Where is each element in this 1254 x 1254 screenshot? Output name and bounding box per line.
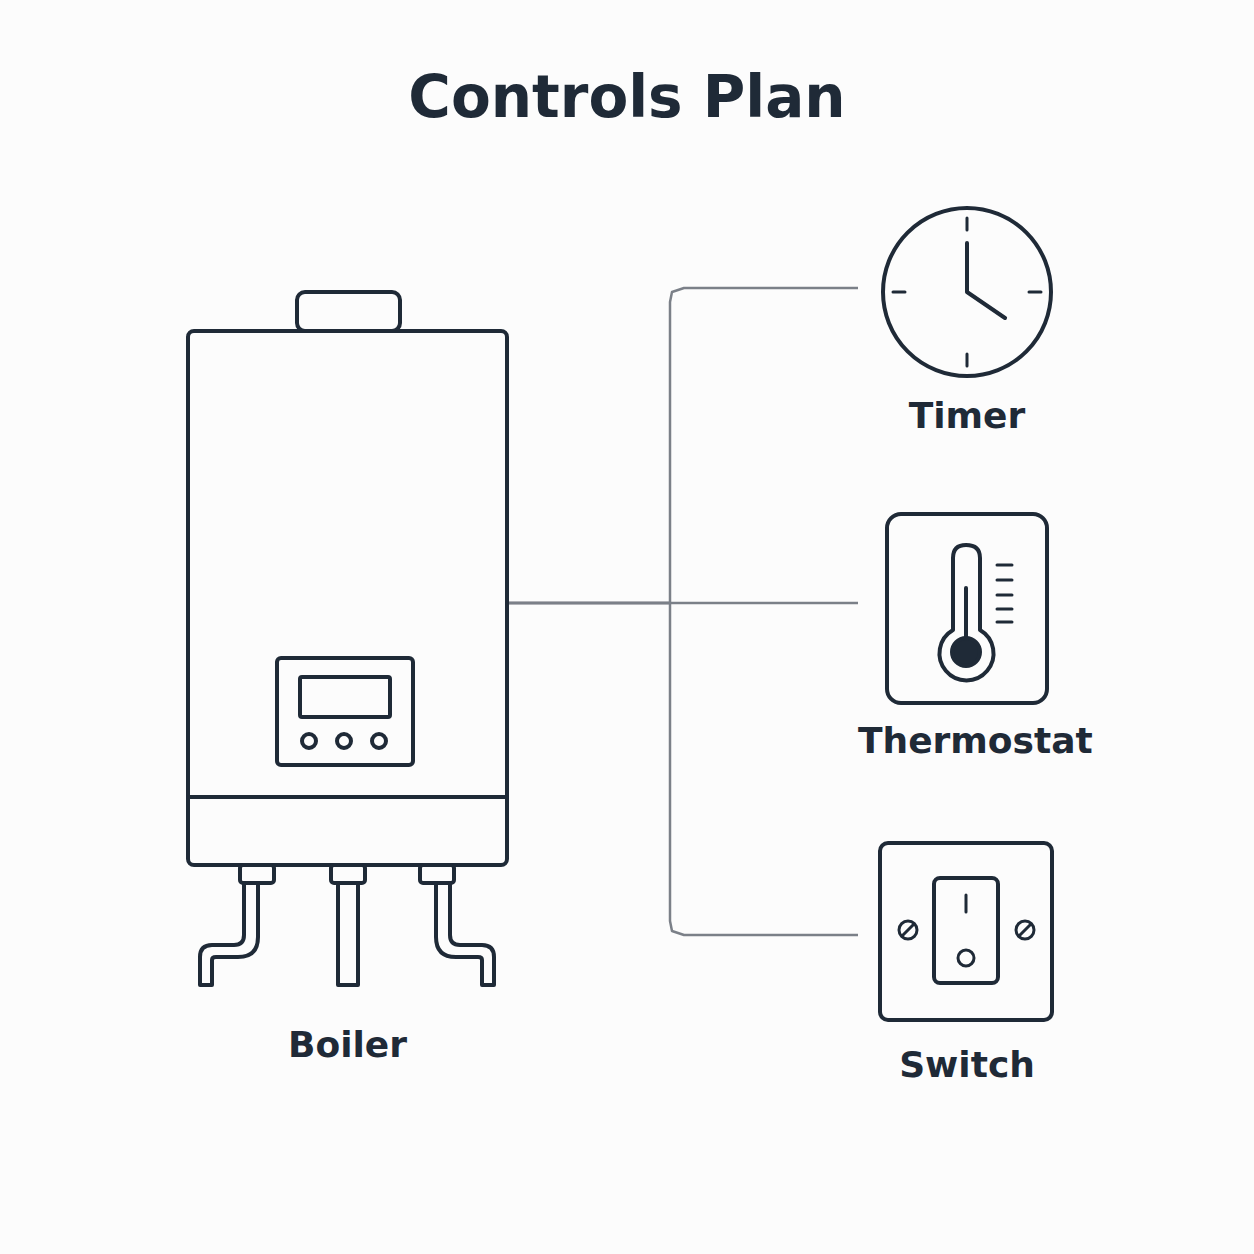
thermostat-icon	[887, 514, 1047, 703]
switch-icon	[880, 843, 1052, 1020]
wire-connector	[509, 288, 858, 603]
boiler-illustration	[188, 292, 507, 985]
node-label: Thermostat	[858, 719, 1076, 763]
timer-control: Timer	[858, 200, 1076, 445]
switch-control: Switch	[858, 835, 1076, 1090]
timer-icon	[883, 208, 1051, 376]
node-label: Timer	[858, 394, 1076, 438]
diagram-title: Controls Plan	[0, 62, 1254, 132]
thermostat-control: Thermostat	[858, 505, 1076, 767]
boiler-unit: Boiler	[186, 290, 509, 1070]
node-label: Switch	[858, 1043, 1076, 1087]
node-label: Boiler	[186, 1023, 509, 1067]
wire-connector	[509, 603, 858, 935]
